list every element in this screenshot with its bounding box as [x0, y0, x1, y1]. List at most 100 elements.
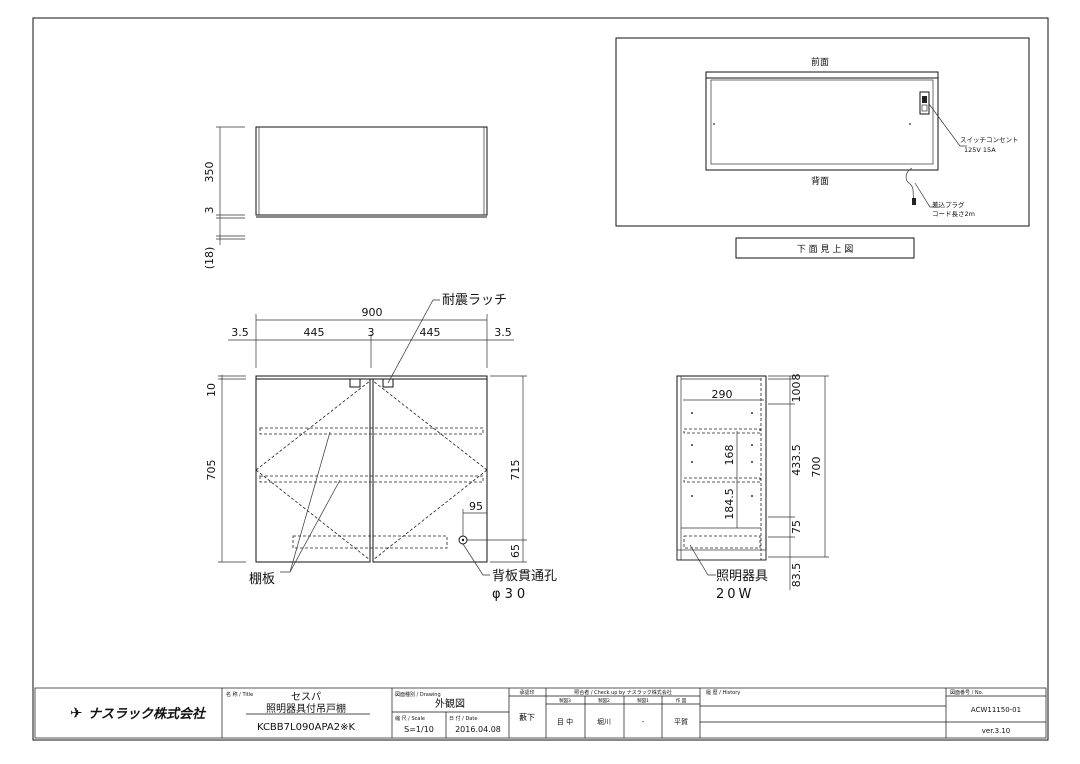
shelf-1 [259, 427, 484, 435]
number-value: ACW11150-01 [971, 706, 1021, 714]
dim-75: 75 [790, 520, 803, 534]
scale-label: 縮 尺 / Scale [395, 715, 425, 722]
title-block: ✈ ナスラック株式会社 名 称 / Title セスパ 照明器具付吊戸棚 KCB… [34, 687, 1047, 739]
name-value: セスパ [291, 691, 321, 703]
sheet-border [32, 17, 1049, 741]
side-outer [676, 375, 767, 561]
dim-350: 350 [203, 162, 216, 183]
plug-label-1: 差込プラグ [932, 200, 965, 209]
cabinet-bottom-inner [710, 79, 934, 165]
latch-leader [387, 299, 440, 384]
dot-left [713, 123, 715, 125]
dim-900: 900 [362, 306, 383, 319]
side-view: 290 168 184.5 8 100 433.5 75 83.5 700 照明… [676, 374, 829, 602]
top-view: 350 3 (18) [203, 126, 488, 269]
dim-184: 184.5 [723, 488, 736, 520]
design-label: 承認印 [519, 689, 534, 696]
hole-6 [751, 444, 753, 446]
dim-715: 715 [509, 460, 522, 481]
light-leader [689, 544, 716, 576]
plug-label-2: コード長さ2m [932, 210, 975, 218]
label-light-1: 照明器具 [716, 569, 768, 584]
scale-value: S=1/10 [404, 725, 434, 734]
front-view: 900 3.5 445 3 445 3.5 耐震ラッチ 背板貫通孔 φ30 [205, 293, 557, 602]
swing-right [372, 380, 488, 561]
label-hole-2: φ30 [492, 587, 529, 602]
dim-3-top: 3 [203, 207, 216, 214]
switch-leader [928, 103, 967, 147]
label-shelf: 棚板 [249, 572, 275, 587]
dim-433: 433.5 [790, 444, 803, 476]
switch-label-1: スイッチコンセント [960, 136, 1019, 144]
dim-3-5-left: 3.5 [231, 326, 249, 339]
product-name: 照明器具付吊戸棚 [266, 702, 346, 715]
door-left [255, 378, 371, 563]
side-light [683, 535, 761, 549]
check-h4: 作 図 [676, 697, 687, 704]
dim-445-right: 445 [420, 326, 441, 339]
side-shelf-1 [683, 428, 761, 434]
check-h1: 製図3 [559, 697, 571, 704]
cabinet-bottom-outline [705, 77, 939, 171]
dim-8: 8 [790, 374, 803, 381]
date-value: 2016.04.08 [455, 725, 501, 734]
version: ver.3.10 [982, 727, 1011, 735]
history-label: 履 歴 / History [706, 690, 740, 696]
hole-3 [691, 461, 693, 463]
latch-right [382, 378, 394, 388]
dot-right [909, 123, 911, 125]
light-fixture-front [292, 535, 448, 549]
hole-8 [751, 495, 753, 497]
dim-290: 290 [712, 388, 733, 401]
drawing-value: 外観図 [435, 697, 465, 710]
dim-445-left: 445 [304, 326, 325, 339]
label-light-2: 20W [716, 587, 754, 602]
dim-3-5-right: 3.5 [494, 326, 512, 339]
shelf-leader-2 [289, 479, 341, 573]
inset-back-label: 背面 [811, 175, 829, 187]
plug [912, 198, 916, 205]
dim-168: 168 [723, 445, 736, 466]
hole-5 [751, 412, 753, 414]
date-label: 日 付 / Date [449, 715, 477, 722]
top-view-outline [255, 126, 488, 216]
check-h2: 製図2 [598, 697, 610, 704]
swing-left [255, 380, 371, 561]
dim-100: 100 [790, 382, 803, 403]
back-hole-center [461, 538, 465, 542]
title-block-frame [34, 687, 1047, 739]
hole-4 [691, 495, 693, 497]
plug-leader [914, 182, 940, 208]
inset-frame [615, 37, 1030, 227]
dim-83: 83.5 [790, 563, 803, 588]
cabinet-top-rail [255, 375, 488, 380]
shelf-2 [259, 475, 484, 483]
hole-1 [691, 412, 693, 414]
hole-2 [691, 444, 693, 446]
side-shelf-2 [683, 477, 761, 483]
drawing-label: 図面種別 / Drawing [395, 691, 441, 698]
label-latch: 耐震ラッチ [442, 293, 507, 308]
hole-7 [751, 461, 753, 463]
check-h3: 製図1 [637, 697, 649, 704]
view-caption-box [735, 237, 915, 259]
label-hole-1: 背板貫通孔 [492, 569, 557, 584]
bottom-view-inset: 前面 スイッチコンセント 125V 15A 背面 差込プラグ コード長さ2m [615, 37, 1030, 227]
name-label: 名 称 / Title [226, 691, 253, 698]
switch-outlet-box [919, 91, 930, 115]
shelf-leader-1 [280, 431, 331, 573]
check-v2: 堀川 [597, 717, 611, 726]
dim-705: 705 [205, 460, 218, 481]
check-label: 照合者 / Check up by ナスラック株式会社 [574, 689, 672, 696]
dim-700: 700 [810, 457, 823, 478]
design-value: 藪下 [519, 712, 535, 722]
check-v3: - [642, 718, 645, 726]
door-right [372, 378, 488, 563]
model: KCBB7L090APA2※K [257, 722, 356, 733]
dim-3-gap: 3 [368, 326, 375, 339]
dim-10: 10 [205, 383, 218, 397]
switch-label-2: 125V 15A [964, 146, 996, 154]
check-v1: 目 中 [557, 717, 573, 726]
power-cord [905, 167, 915, 201]
